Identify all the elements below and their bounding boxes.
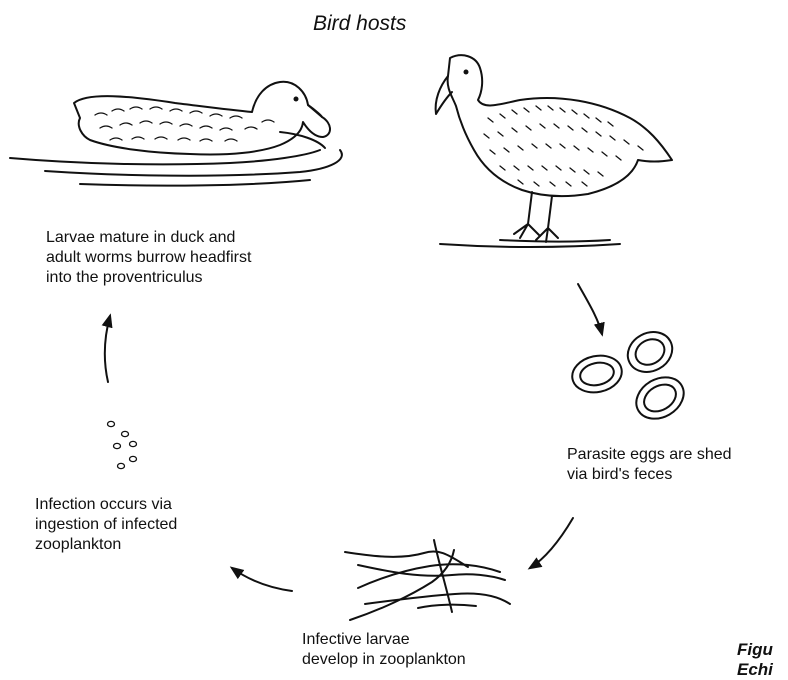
larvae-worms-icon: [345, 540, 510, 620]
ingested-zooplankton-icon: [108, 421, 137, 468]
adult-worms-label: Larvae mature in duck and adult worms bu…: [46, 228, 251, 288]
infection-label: Infection occurs via ingestion of infect…: [35, 495, 177, 555]
infective-larvae-label: Infective larvae develop in zooplankton: [302, 630, 466, 670]
figure-caption: Figu Echi: [737, 640, 773, 680]
cycle-arrow-icon: [105, 284, 602, 591]
parasite-eggs-icon: [569, 324, 691, 427]
standing-duck-icon: [436, 55, 672, 247]
swimming-duck-icon: [10, 82, 342, 186]
parasite-eggs-label: Parasite eggs are shed via bird's feces: [567, 445, 732, 485]
